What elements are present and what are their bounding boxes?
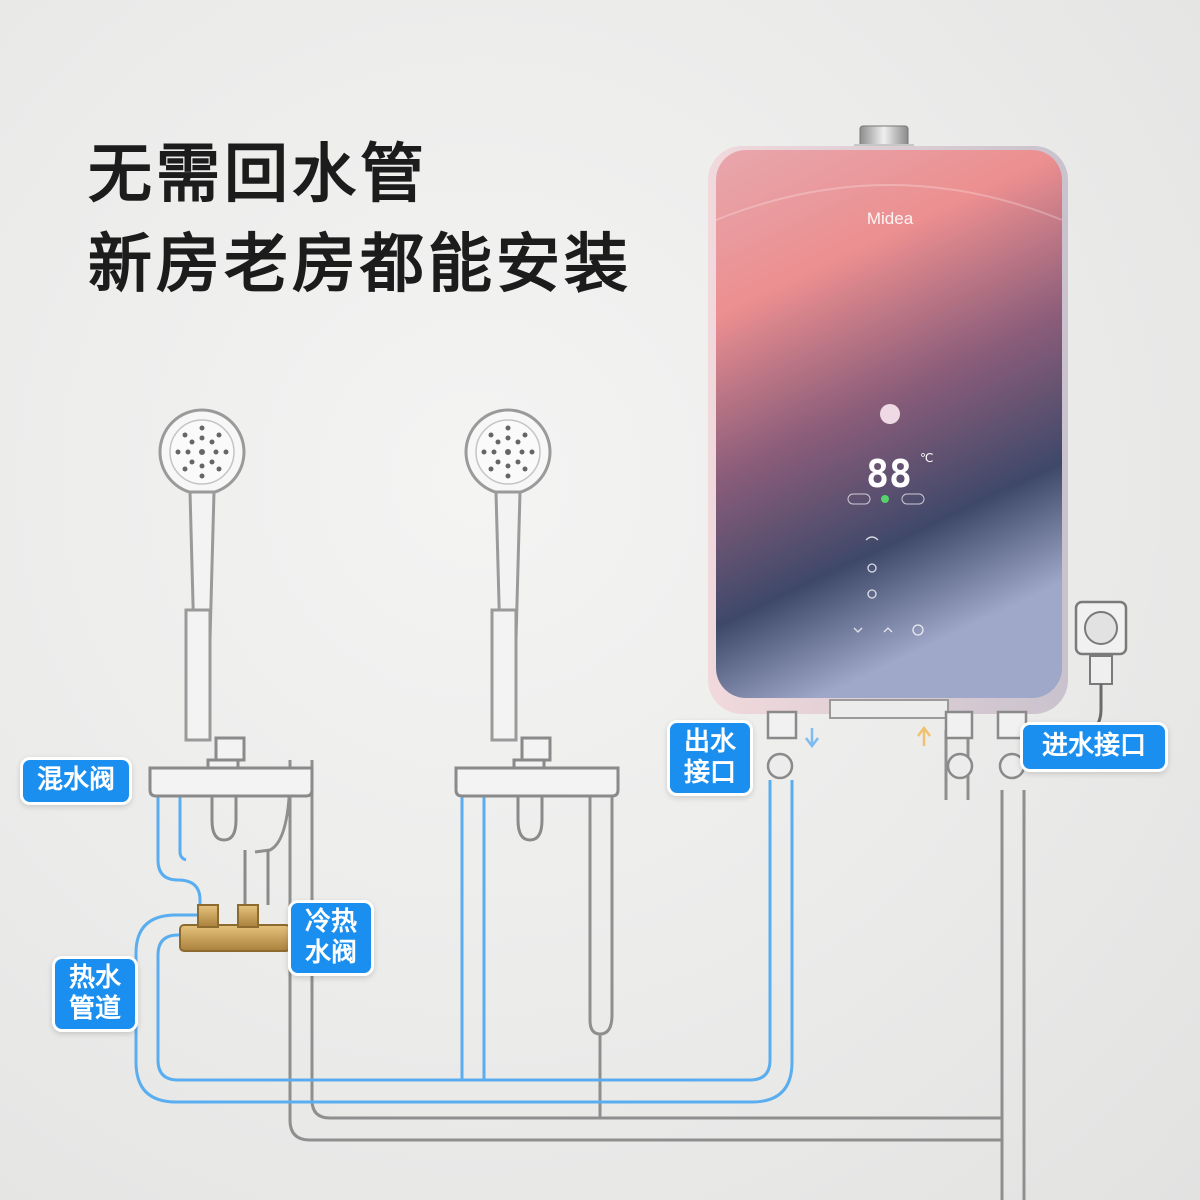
callout-outlet-line2: 接口 bbox=[683, 758, 736, 788]
callout-hot-cold-valve-line1: 冷热 bbox=[304, 906, 357, 937]
callout-outlet-line1: 出水 bbox=[683, 726, 736, 757]
outlet-arrow-icon bbox=[805, 728, 819, 749]
callout-mixing-valve-label: 混水阀 bbox=[36, 765, 115, 796]
temperature-unit: ℃ bbox=[920, 451, 933, 465]
callout-hot-water-pipe-line2: 管道 bbox=[68, 994, 121, 1024]
gas-arrow-icon bbox=[917, 725, 931, 746]
callout-hot-water-pipe-line1: 热水 bbox=[68, 962, 121, 993]
callout-hot-water-pipe: 热水 管道 bbox=[52, 956, 138, 1032]
callout-hot-cold-valve: 冷热 水阀 bbox=[288, 900, 374, 976]
callout-hot-cold-valve-line2: 水阀 bbox=[304, 938, 357, 968]
mode-icon[interactable] bbox=[867, 563, 877, 573]
chevron-up-icon[interactable] bbox=[883, 627, 893, 633]
callout-inlet-label: 进水接口 bbox=[1041, 731, 1146, 762]
headline-line-1: 无需回水管 bbox=[88, 138, 428, 212]
status-led bbox=[881, 495, 889, 503]
chevron-down-icon[interactable] bbox=[853, 627, 863, 633]
temperature-display: 88 bbox=[866, 452, 912, 496]
power-icon[interactable] bbox=[912, 624, 924, 636]
callout-inlet: 进水接口 bbox=[1020, 722, 1168, 772]
brand-logo: Midea bbox=[867, 209, 914, 228]
shower-left bbox=[148, 408, 314, 952]
headline-line-2: 新房老房都能安装 bbox=[88, 228, 632, 302]
wifi-icon[interactable] bbox=[865, 536, 879, 541]
function-icon[interactable] bbox=[867, 589, 877, 599]
callout-outlet: 出水 接口 bbox=[667, 720, 753, 796]
callout-mixing-valve: 混水阀 bbox=[20, 757, 132, 805]
water-heater: Midea 88 ℃ bbox=[708, 125, 1068, 780]
hot-water-pipes bbox=[134, 780, 794, 1104]
shower-right bbox=[454, 408, 620, 842]
